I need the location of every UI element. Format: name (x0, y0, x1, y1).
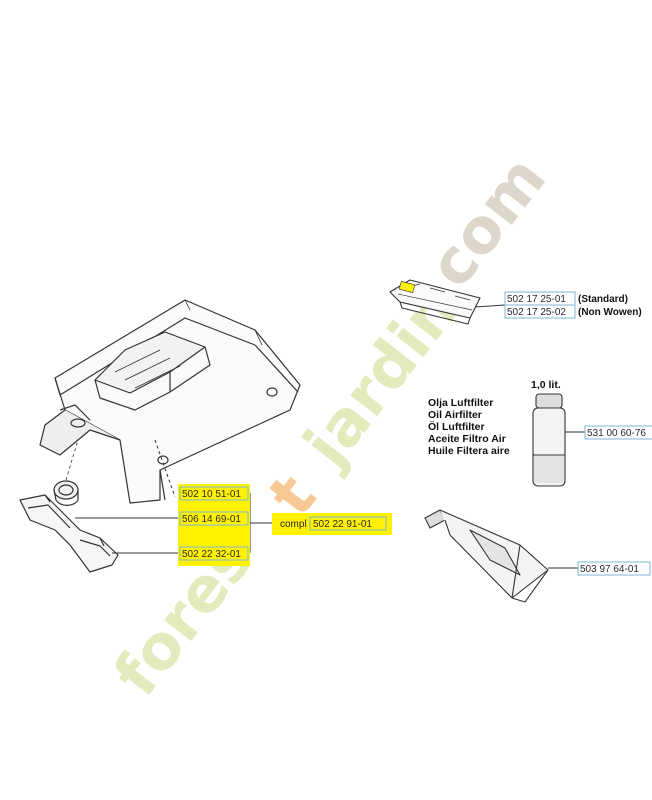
box-pn-plate (179, 546, 249, 561)
pn-plate[interactable]: 502 22 32-01 (182, 549, 241, 560)
pn-oil[interactable]: 531 00 60-76 (587, 428, 646, 439)
grease-tube-drawing (424, 509, 549, 603)
oil-bottle-drawing (532, 393, 566, 487)
box-pn-oil (584, 425, 652, 440)
box-pn-plug (179, 511, 249, 526)
air-filter-drawing (389, 279, 481, 325)
pn-grease[interactable]: 503 97 64-01 (580, 564, 639, 575)
box-pn-cover (179, 486, 249, 501)
oil-name-fr: Huile Filtera aire (428, 445, 510, 457)
oil-name-de: Öl Luftfilter (428, 420, 485, 433)
box-pn-grease (577, 561, 651, 576)
box-pn-air-filter-2 (504, 304, 576, 319)
cylinder-cover-drawing (39, 299, 301, 504)
pn-cover[interactable]: 502 10 51-01 (182, 489, 241, 500)
oil-name-es: Aceite Filtro Air (428, 433, 506, 445)
box-pn-compl (309, 516, 387, 531)
oil-name-se: Olja Luftfilter (428, 397, 493, 409)
note-standard: (Standard) (578, 294, 628, 305)
oil-labels: 1,0 lit. Olja Luftfilter Oil Airfilter Ö… (428, 379, 652, 457)
plate-drawing (19, 494, 119, 573)
oil-name-en: Oil Airfilter (428, 409, 482, 421)
pn-plug[interactable]: 506 14 69-01 (182, 514, 241, 525)
pn-air-filter-standard[interactable]: 502 17 25-01 (507, 294, 566, 305)
air-filter-labels: 502 17 25-01 (Standard) 502 17 25-02 (No… (504, 291, 642, 319)
note-non-woven: (Non Wowen) (578, 307, 642, 318)
cover-group-labels: 502 10 51-01 506 14 69-01 502 22 32-01 c… (178, 484, 392, 566)
pn-air-filter-non-woven[interactable]: 502 17 25-02 (507, 307, 566, 318)
plug-drawing (53, 439, 79, 507)
grease-labels: 503 97 64-01 (577, 561, 651, 576)
pn-compl[interactable]: 502 22 91-01 (313, 519, 372, 530)
compl-label: compl (280, 519, 307, 530)
oil-volume: 1,0 lit. (531, 379, 561, 391)
